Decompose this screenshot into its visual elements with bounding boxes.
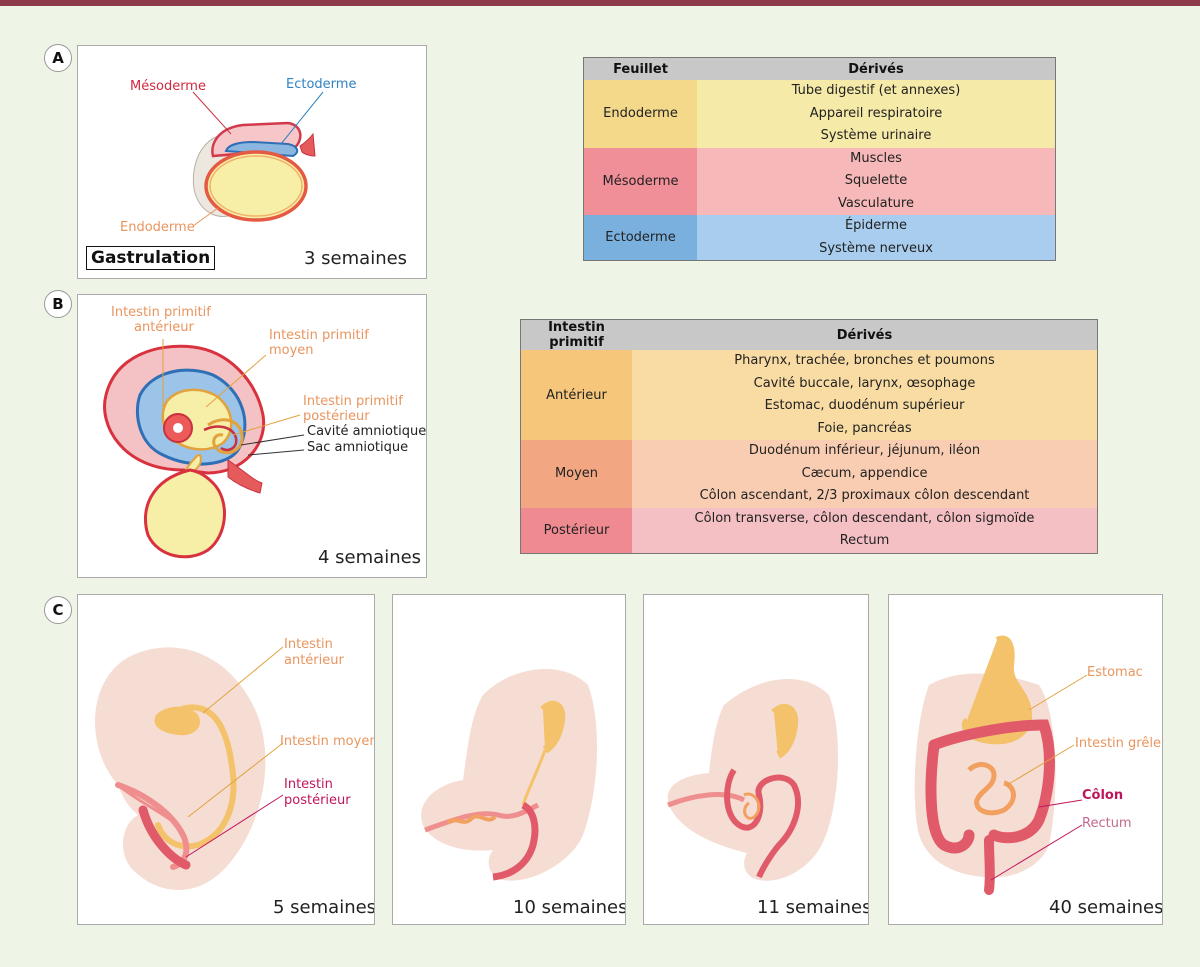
table-header-layer: Feuillet xyxy=(583,57,697,80)
derivatives-posterior: Côlon transverse, côlon descendant, côlo… xyxy=(632,507,1098,553)
derivatives-ectoderm: Épiderme Système nerveux xyxy=(697,215,1056,261)
anterior-gut-label-line1: Intestin xyxy=(284,637,333,652)
derivative-item: Rectum xyxy=(839,533,890,548)
layer-name-mesoderm: Mésoderme xyxy=(583,147,697,215)
weeks-label-11: 11 semaines xyxy=(757,897,869,918)
derivative-item: Cæcum, appendice xyxy=(801,465,928,481)
gastrulation-embryo-illustration xyxy=(192,91,324,227)
amniotic-cavity-label: Cavité amniotique xyxy=(307,424,427,439)
derivative-item: Côlon ascendant, 2/3 proximaux côlon des… xyxy=(699,488,1030,503)
top-accent-bar xyxy=(0,0,1200,6)
derivative-item: Système nerveux xyxy=(819,240,933,256)
layer-name-ectoderm: Ectoderme xyxy=(583,215,697,261)
colon-label: Côlon xyxy=(1082,788,1124,803)
derivative-item: Foie, pancréas xyxy=(817,420,912,436)
anterior-gut-label-line1: Intestin primitif xyxy=(111,305,211,320)
anterior-gut-label-line2: antérieur xyxy=(284,653,344,668)
table-row-endoderm: Endoderme Tube digestif (et annexes) App… xyxy=(583,80,1056,148)
derivative-item: Muscles xyxy=(850,150,902,166)
derivative-item: Tube digestif (et annexes) xyxy=(791,83,961,98)
midgut-label-line2: moyen xyxy=(269,343,314,358)
four-week-embryo-illustration xyxy=(103,339,305,559)
panel-c-5-weeks: Intestin antérieur Intestin moyen Intest… xyxy=(77,594,375,925)
hindgut-label-line1: Intestin xyxy=(284,777,333,792)
table-row-ectoderm: Ectoderme Épiderme Système nerveux xyxy=(583,215,1056,261)
rectum-label: Rectum xyxy=(1082,816,1132,831)
gastrulation-title: Gastrulation xyxy=(86,246,216,270)
derivative-item: Pharynx, trachée, bronches et poumons xyxy=(734,353,995,368)
panel-c-11-weeks: 11 semaines xyxy=(643,594,869,925)
ectoderm-label: Ectoderme xyxy=(286,77,357,92)
table-header-gut-derivatives: Dérivés xyxy=(632,319,1098,350)
anterior-gut-label-line2: antérieur xyxy=(134,320,194,335)
segment-name-posterior: Postérieur xyxy=(520,507,632,553)
derivatives-endoderm: Tube digestif (et annexes) Appareil resp… xyxy=(697,80,1056,148)
table-row-mesoderm: Mésoderme Muscles Squelette Vasculature xyxy=(583,147,1056,215)
five-week-gut-illustration xyxy=(95,646,284,890)
derivative-item: Squelette xyxy=(844,173,908,188)
panel-letter-c: C xyxy=(44,596,72,624)
derivative-item: Appareil respiratoire xyxy=(809,105,943,121)
hindgut-label-line2: postérieur xyxy=(303,409,370,424)
midgut-label: Intestin moyen xyxy=(280,734,375,749)
derivatives-middle: Duodénum inférieur, jéjunum, iléon Cæcum… xyxy=(632,440,1098,508)
weeks-label-10: 10 semaines xyxy=(513,897,626,918)
segment-name-anterior: Antérieur xyxy=(520,350,632,440)
germ-layer-table: Feuillet Dérivés Endoderme Tube digestif… xyxy=(583,57,1056,261)
mesoderm-label: Mésoderme xyxy=(130,79,206,94)
table-header-derivatives: Dérivés xyxy=(697,57,1056,80)
amniotic-sac-label: Sac amniotique xyxy=(307,440,409,455)
weeks-label-5: 5 semaines xyxy=(273,897,375,918)
small-intestine-label: Intestin grêle xyxy=(1075,736,1161,751)
derivative-item: Épiderme xyxy=(844,218,908,233)
hindgut-label-line1: Intestin primitif xyxy=(303,394,403,409)
derivative-item: Système urinaire xyxy=(820,128,932,143)
table-row-posterior: Postérieur Côlon transverse, côlon desce… xyxy=(520,507,1098,553)
derivative-item: Duodénum inférieur, jéjunum, iléon xyxy=(748,443,981,458)
hindgut-label-line2: postérieur xyxy=(284,793,351,808)
stomach-label: Estomac xyxy=(1087,665,1143,680)
weeks-label-a: 3 semaines xyxy=(304,248,408,269)
weeks-label-b: 4 semaines xyxy=(318,547,422,568)
layer-name-endoderm: Endoderme xyxy=(583,80,697,148)
midgut-label-line1: Intestin primitif xyxy=(269,328,369,343)
eleven-week-gut-illustration xyxy=(667,678,839,881)
table-row-middle: Moyen Duodénum inférieur, jéjunum, iléon… xyxy=(520,440,1098,508)
endoderm-label: Endoderme xyxy=(120,220,195,235)
panel-letter-b: B xyxy=(44,290,72,318)
derivative-item: Côlon transverse, côlon descendant, côlo… xyxy=(694,510,1035,526)
panel-a-gastrulation: Mésoderme Ectoderme Endoderme Gastrulati… xyxy=(77,45,427,279)
primitive-gut-table: Intestin primitif Dérivés Antérieur Phar… xyxy=(520,319,1098,554)
derivatives-mesoderm: Muscles Squelette Vasculature xyxy=(697,147,1056,215)
derivative-item: Cavité buccale, larynx, œsophage xyxy=(753,375,976,391)
ten-week-gut-illustration xyxy=(421,668,598,881)
forty-week-gut-illustration xyxy=(914,635,1088,895)
panel-letter-a: A xyxy=(44,44,72,72)
panel-c-40-weeks: Estomac Intestin grêle Côlon Rectum 40 s… xyxy=(888,594,1163,925)
segment-name-middle: Moyen xyxy=(520,440,632,508)
panel-c-10-weeks: 10 semaines xyxy=(392,594,626,925)
table-row-anterior: Antérieur Pharynx, trachée, bronches et … xyxy=(520,350,1098,440)
weeks-label-40: 40 semaines xyxy=(1049,897,1163,918)
table-header-gut: Intestin primitif xyxy=(520,319,632,350)
derivative-item: Vasculature xyxy=(838,195,914,211)
derivatives-anterior: Pharynx, trachée, bronches et poumons Ca… xyxy=(632,350,1098,440)
panel-b-embryo: Intestin primitif antérieur Intestin pri… xyxy=(77,294,427,578)
derivative-item: Estomac, duodénum supérieur xyxy=(764,398,965,413)
